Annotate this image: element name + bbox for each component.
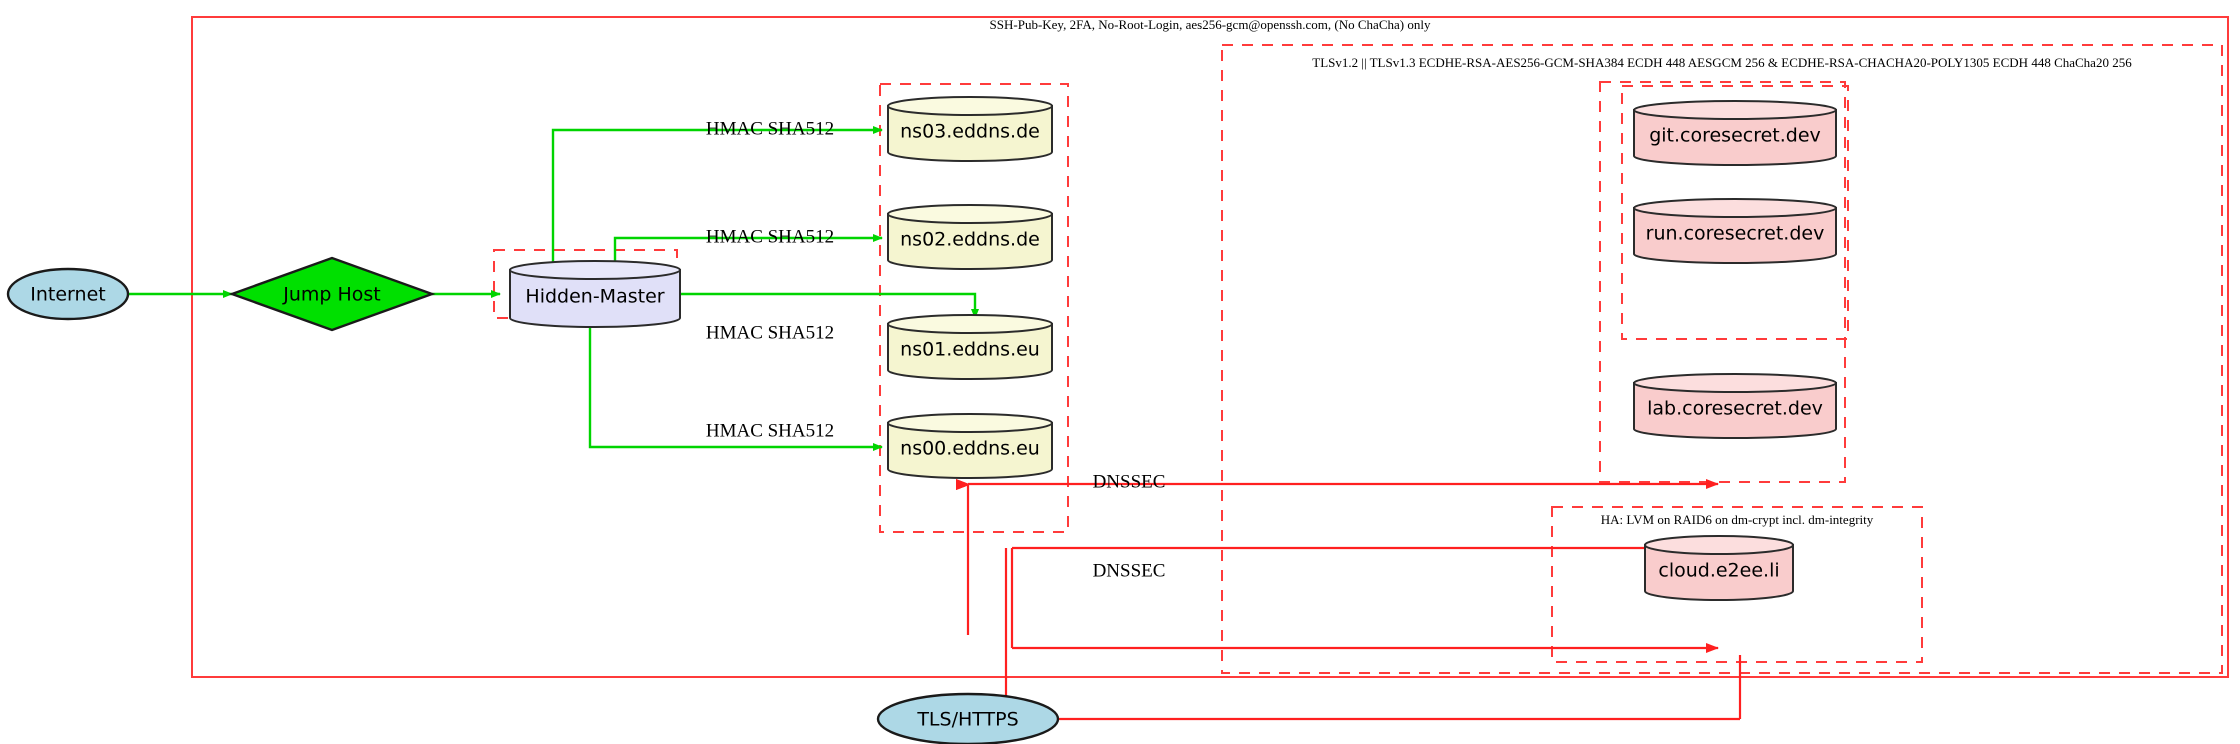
edge-label-dnssec-lower: DNSSEC	[1093, 560, 1166, 581]
node-ns00[interactable]: ns00.eddns.eu	[887, 413, 1053, 479]
cluster-ssh-label: SSH-Pub-Key, 2FA, No-Root-Login, aes256-…	[990, 17, 1431, 32]
node-internet[interactable]: Internet	[6, 267, 130, 321]
node-tls-https[interactable]: TLS/HTTPS	[876, 692, 1060, 744]
edge-label-hmac-ns03: HMAC SHA512	[706, 118, 834, 139]
cluster-tls-label: TLSv1.2 || TLSv1.3 ECDHE-RSA-AES256-GCM-…	[1312, 55, 2132, 70]
edge-label-hmac-ns01: HMAC SHA512	[706, 322, 834, 343]
cluster-coresecret-outer-box	[1599, 81, 1846, 483]
node-cloud-e2ee-label: cloud.e2ee.li	[1658, 560, 1779, 582]
node-ns00-label: ns00.eddns.eu	[900, 438, 1040, 460]
node-run-coresecret-label: run.coresecret.dev	[1646, 223, 1825, 245]
node-tls-https-label: TLS/HTTPS	[916, 709, 1018, 731]
node-ns01[interactable]: ns01.eddns.eu	[887, 314, 1053, 380]
node-git-coresecret[interactable]: git.coresecret.dev	[1633, 100, 1837, 166]
node-jumphost[interactable]: Jump Host	[228, 256, 436, 332]
node-hidden-master-label: Hidden-Master	[525, 286, 664, 308]
node-ns03-label: ns03.eddns.de	[900, 121, 1040, 143]
edge-hidden-master-to-ns02	[613, 234, 883, 270]
edge-hidden-master-to-ns03	[551, 126, 883, 270]
cluster-ssh-box	[191, 16, 2229, 678]
node-ns02[interactable]: ns02.eddns.de	[887, 204, 1053, 270]
node-run-coresecret[interactable]: run.coresecret.dev	[1633, 198, 1837, 264]
node-ns01-label: ns01.eddns.eu	[900, 339, 1040, 361]
node-lab-coresecret-label: lab.coresecret.dev	[1647, 398, 1823, 420]
edge-label-hmac-ns00: HMAC SHA512	[706, 420, 834, 441]
edge-label-hmac-ns02: HMAC SHA512	[706, 226, 834, 247]
edge-hidden-master-to-ns00	[588, 320, 883, 451]
node-cloud-e2ee[interactable]: cloud.e2ee.li	[1644, 535, 1794, 601]
node-jumphost-label: Jump Host	[282, 284, 381, 306]
cluster-tls-box	[1221, 44, 2223, 674]
cluster-dns-box	[879, 83, 1069, 533]
cluster-ha-label: HA: LVM on RAID6 on dm-crypt incl. dm-in…	[1601, 512, 1874, 527]
edge-hidden-master-to-ns01	[680, 292, 979, 319]
edge-label-dnssec-upper: DNSSEC	[1093, 471, 1166, 492]
node-git-coresecret-label: git.coresecret.dev	[1649, 125, 1821, 147]
node-ns02-label: ns02.eddns.de	[900, 229, 1040, 251]
node-ns03[interactable]: ns03.eddns.de	[887, 96, 1053, 162]
node-internet-label: Internet	[30, 284, 105, 306]
node-lab-coresecret[interactable]: lab.coresecret.dev	[1633, 373, 1837, 439]
cluster-ha-box	[1551, 506, 1923, 663]
node-hidden-master[interactable]: Hidden-Master	[509, 260, 681, 328]
